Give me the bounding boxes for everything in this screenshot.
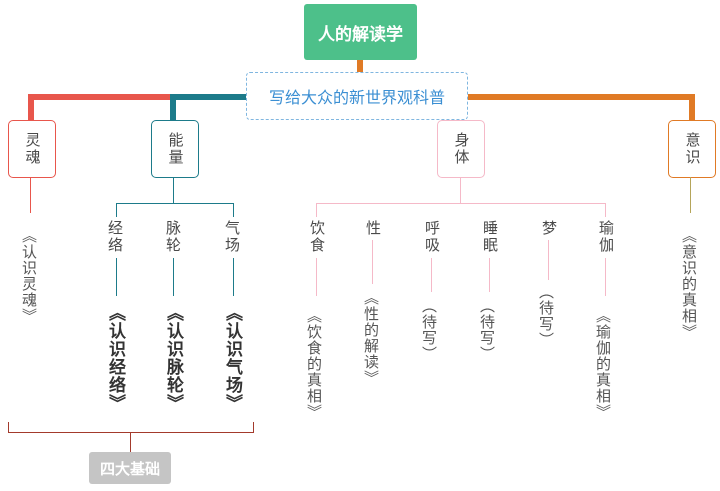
book-dream: （待写） [537, 284, 555, 348]
foundation-label[interactable]: 四大基础 [89, 452, 171, 484]
foundation-bracket-left [8, 422, 9, 433]
node-sleep[interactable]: 睡眠 [481, 220, 499, 254]
energy-drop-1 [116, 203, 117, 217]
node-aura[interactable]: 气场 [223, 220, 241, 254]
root-node[interactable]: 人的解读学 [304, 4, 417, 60]
node-mind[interactable]: 意识 [668, 120, 716, 178]
book-mind: 《意识的真相》 [680, 228, 698, 340]
node-yoga[interactable]: 瑜伽 [597, 220, 615, 254]
foundation-bracket-tip [130, 432, 131, 452]
breath-stem [431, 258, 432, 292]
aura-stem [233, 258, 234, 296]
sleep-stem [489, 258, 490, 292]
foundation-bracket-right [253, 422, 254, 433]
soul-stem [30, 177, 31, 213]
node-soul[interactable]: 灵魂 [8, 120, 56, 178]
node-chakra[interactable]: 脉轮 [164, 220, 182, 254]
branch-line-mind [466, 94, 695, 100]
energy-stem [173, 177, 174, 203]
book-aura: 《认识气场》 [222, 304, 242, 412]
body-hbar [316, 203, 606, 204]
node-breath[interactable]: 呼吸 [423, 220, 441, 254]
book-breath: （待写） [420, 298, 438, 362]
node-sex[interactable]: 性 [364, 220, 382, 237]
energy-drop-3 [233, 203, 234, 217]
node-diet[interactable]: 饮食 [308, 220, 326, 254]
branch-drop-soul [28, 94, 34, 120]
branch-line-soul [28, 94, 176, 100]
node-body[interactable]: 身体 [437, 120, 485, 178]
root-title: 人的解读学 [318, 24, 403, 45]
diet-stem [316, 258, 317, 296]
yoga-stem [605, 258, 606, 296]
book-sleep: （待写） [478, 298, 496, 362]
mind-stem [690, 177, 691, 213]
book-chakra: 《认识脉轮》 [163, 304, 183, 412]
body-drop-1 [316, 203, 317, 217]
foundation-label-text: 四大基础 [99, 459, 160, 478]
book-meridian: 《认识经络》 [105, 304, 125, 412]
sex-stem [372, 240, 373, 284]
energy-hbar [116, 203, 234, 204]
book-yoga: 《瑜伽的真相》 [594, 308, 612, 420]
node-dream[interactable]: 梦 [540, 220, 558, 237]
subtitle-node[interactable]: 写给大众的新世界观科普 [246, 72, 468, 120]
node-body-label: 身体 [452, 132, 471, 166]
branch-drop-energy [170, 94, 176, 120]
node-soul-label: 灵魂 [23, 132, 42, 166]
root-connector [357, 60, 363, 72]
node-energy-label: 能量 [166, 132, 185, 166]
foundation-bracket [8, 432, 254, 433]
node-energy[interactable]: 能量 [151, 120, 199, 178]
branch-line-energy [170, 94, 248, 100]
node-mind-label: 意识 [683, 132, 702, 166]
book-soul: 《认识灵魂》 [20, 228, 38, 324]
body-stem [460, 177, 461, 204]
subtitle-text: 写给大众的新世界观科普 [268, 88, 445, 107]
meridian-stem [116, 258, 117, 296]
dream-stem [548, 240, 549, 280]
body-drop-6 [605, 203, 606, 217]
branch-drop-mind [689, 94, 695, 120]
chakra-stem [173, 258, 174, 296]
book-diet: 《饮食的真相》 [305, 308, 323, 420]
book-sex: 《性的解读》 [362, 290, 380, 386]
node-meridian[interactable]: 经络 [106, 220, 124, 254]
